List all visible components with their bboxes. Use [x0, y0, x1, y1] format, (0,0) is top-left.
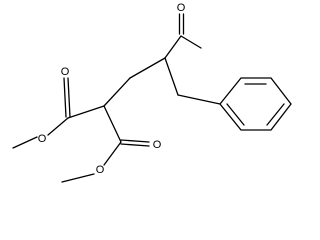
- bond-ch2-malonate: [103, 77, 131, 107]
- bond-ketone-methyl: [180, 35, 202, 49]
- ring-double-bond-3: [226, 103, 245, 126]
- bond-malonate-ester1: [67, 105, 105, 119]
- structure-canvas: O O O O O: [12, 2, 292, 183]
- bond-malonate-ester2: [103, 105, 122, 143]
- oxygen-label-ester2-carbonyl: O: [153, 139, 162, 151]
- bond-ester2-ether-o: [103, 141, 122, 166]
- bond-ester2-methyl: [61, 173, 95, 183]
- bond-ester1-ether-o: [47, 117, 69, 136]
- bond-ch-benzyl-ch2: [164, 57, 179, 96]
- bond-ketone-backbone: [164, 35, 182, 59]
- bond-ch-ch2: [129, 57, 166, 79]
- bond-ester1-methyl: [12, 136, 38, 149]
- bond-benzyl-ring: [177, 94, 221, 105]
- oxygen-label-ketone: O: [177, 2, 186, 14]
- oxygen-label-ester2-ether: O: [96, 164, 105, 176]
- benzene-ring: [219, 77, 292, 131]
- bond-ester2-carbonyl-a: [120, 139, 150, 143]
- oxygen-label-ester1-ether: O: [38, 133, 47, 145]
- ring-double-bond-2: [266, 103, 285, 126]
- bond-ester1-carbonyl-b: [67, 77, 71, 118]
- bond-ester1-carbonyl-a: [63, 77, 67, 118]
- oxygen-label-ester1-carbonyl: O: [61, 66, 70, 78]
- chemical-structure: O O O O O: [12, 2, 292, 183]
- bond-ester2-carbonyl-b: [120, 143, 150, 147]
